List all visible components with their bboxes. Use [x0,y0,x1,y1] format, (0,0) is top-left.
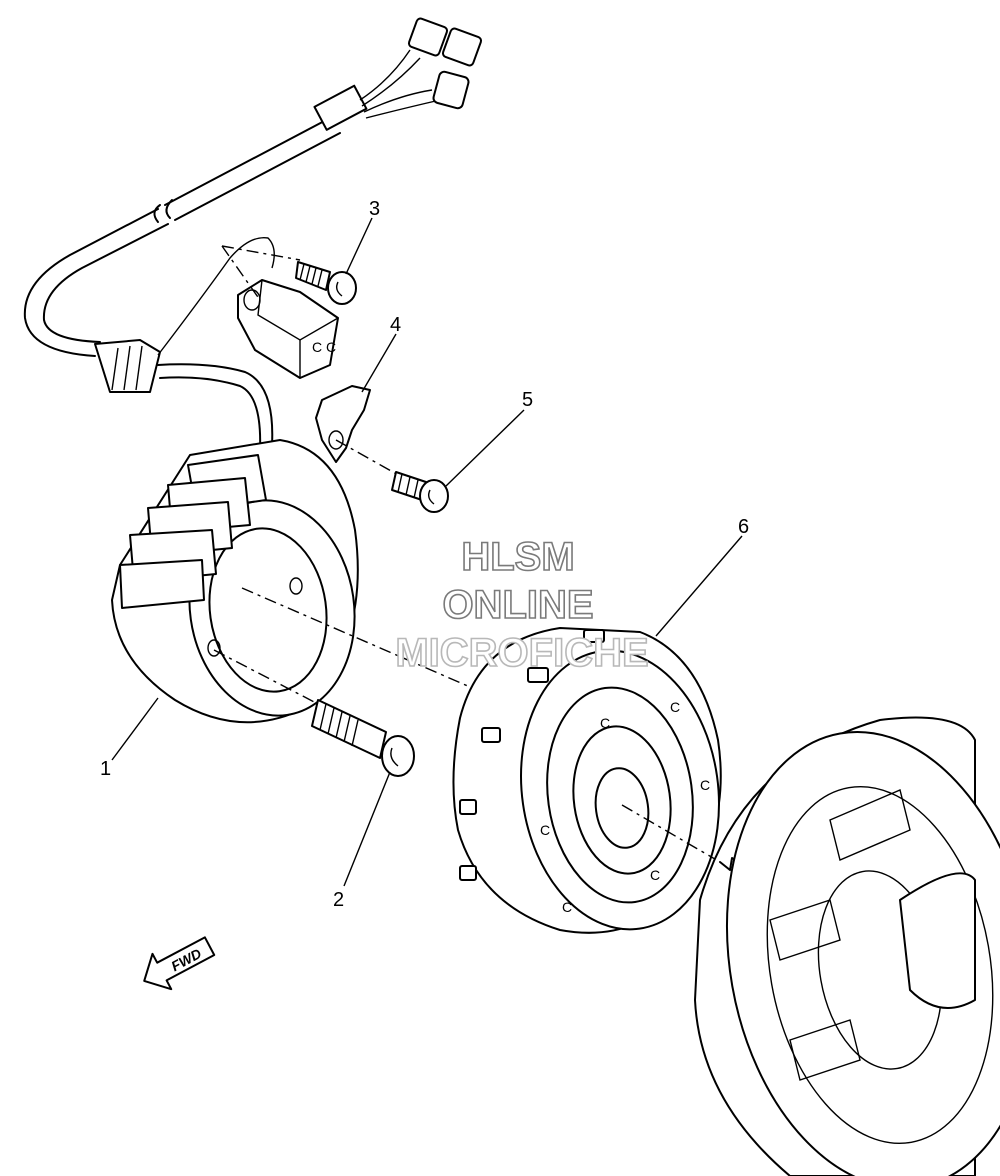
watermark-line-2: ONLINE [442,583,593,627]
svg-text:C: C [600,715,610,731]
assembly-axis-line [241,587,501,701]
connector-lower [432,70,470,110]
starter-gear [694,716,1000,1176]
screw-part-5 [391,471,449,513]
watermark-line-3: MICROFICHE [395,631,648,675]
watermark-line-1: HLSM [461,535,574,579]
rotor-part-6: C C C C C C [452,627,722,934]
pickup-coil: C C [221,245,339,379]
wire-harness [23,17,483,451]
fwd-arrow: FWD [143,936,216,991]
callout-4: 4 [390,314,401,336]
callout-1: 1 [100,758,111,780]
watermark: HLSM ONLINE MICROFICHE [395,534,650,676]
connector-upper [407,17,483,67]
callout-2: 2 [333,889,344,911]
cable-junction [94,339,161,393]
svg-text:C: C [650,867,660,883]
svg-text:C: C [700,777,710,793]
callout-5: 5 [522,389,533,411]
callout-6: 6 [738,516,749,538]
stator-part-1 [111,439,359,724]
leader-lines [111,217,743,887]
callout-3: 3 [369,198,380,220]
clamp-part-4 [315,385,401,477]
svg-text:C: C [670,699,680,715]
screw-part-3 [295,261,357,305]
svg-text:C: C [562,899,572,915]
svg-text:C: C [540,822,550,838]
svg-text:C C: C C [312,339,336,355]
bolt-part-2 [311,699,415,777]
